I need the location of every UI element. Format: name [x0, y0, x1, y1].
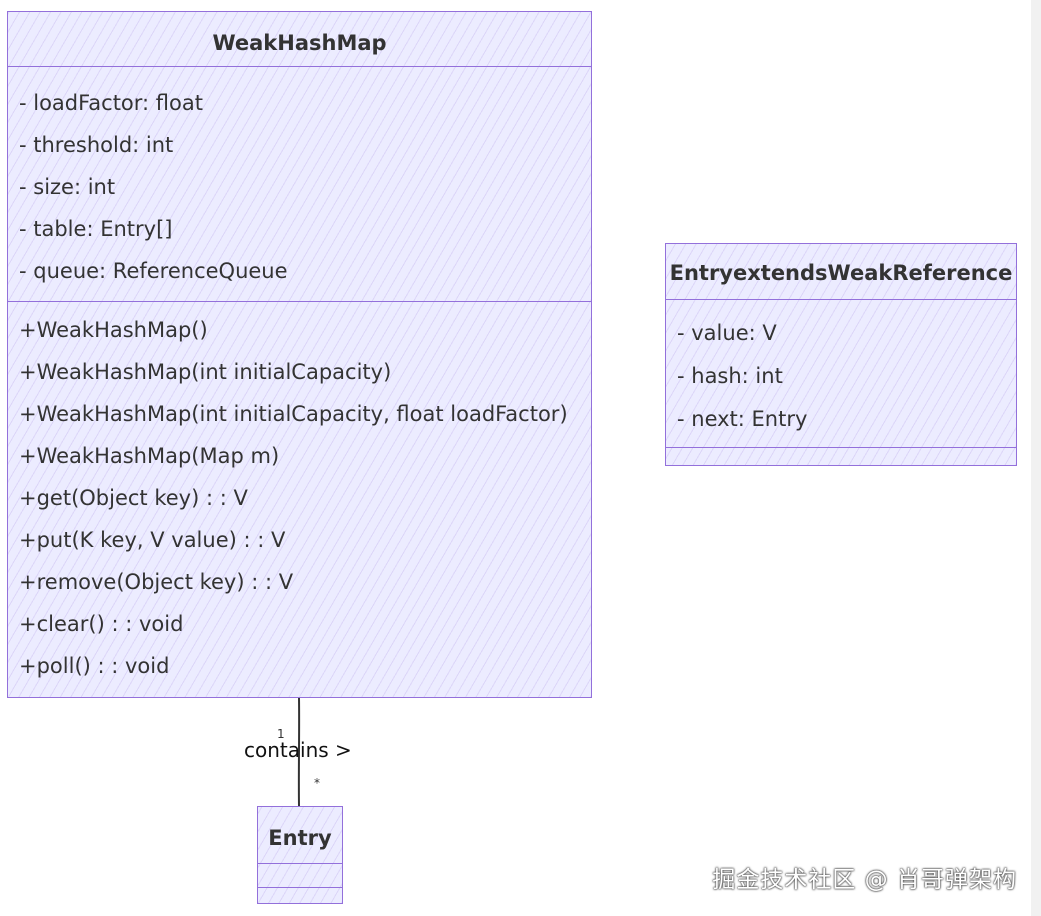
relation-label: contains > — [244, 738, 352, 762]
attribute: - queue: ReferenceQueue — [19, 259, 288, 283]
attribute: - hash: int — [677, 364, 783, 388]
class-title: WeakHashMap — [8, 12, 591, 67]
attribute: - loadFactor: float — [19, 91, 203, 115]
target-cardinality: * — [314, 776, 320, 790]
attributes-section: - value: V - hash: int - next: Entry — [666, 300, 1016, 448]
source-cardinality: 1 — [277, 727, 285, 741]
attributes-section: - loadFactor: float - threshold: int - s… — [8, 67, 591, 302]
class-title: Entry — [258, 807, 342, 864]
watermark: 掘金技术社区 @ 肖哥弹架构 — [712, 867, 1017, 893]
method: +get(Object key) : : V — [19, 486, 248, 510]
class-weakhashmap[interactable]: WeakHashMap - loadFactor: float - thresh… — [7, 11, 592, 698]
method: +WeakHashMap(Map m) — [19, 444, 280, 468]
scrollbar-track[interactable] — [1031, 0, 1041, 916]
attribute: - table: Entry[] — [19, 217, 173, 241]
methods-section: +WeakHashMap() +WeakHashMap(int initialC… — [8, 302, 591, 687]
method: +poll() : : void — [19, 654, 170, 678]
method: +WeakHashMap(int initialCapacity) — [19, 360, 392, 384]
attribute: - size: int — [19, 175, 116, 199]
attribute: - value: V — [677, 321, 777, 345]
class-entry[interactable]: Entry — [257, 806, 343, 904]
method: +remove(Object key) : : V — [19, 570, 294, 594]
class-title: EntryextendsWeakReference — [666, 244, 1016, 300]
method: +WeakHashMap() — [19, 318, 208, 342]
method: +WeakHashMap(int initialCapacity, float … — [19, 402, 568, 426]
attributes-section — [258, 864, 342, 888]
attribute: - threshold: int — [19, 133, 174, 157]
method: +clear() : : void — [19, 612, 184, 636]
attribute: - next: Entry — [677, 407, 808, 431]
method: +put(K key, V value) : : V — [19, 528, 286, 552]
class-entry-extends-weak-reference[interactable]: EntryextendsWeakReference - value: V - h… — [665, 243, 1017, 466]
